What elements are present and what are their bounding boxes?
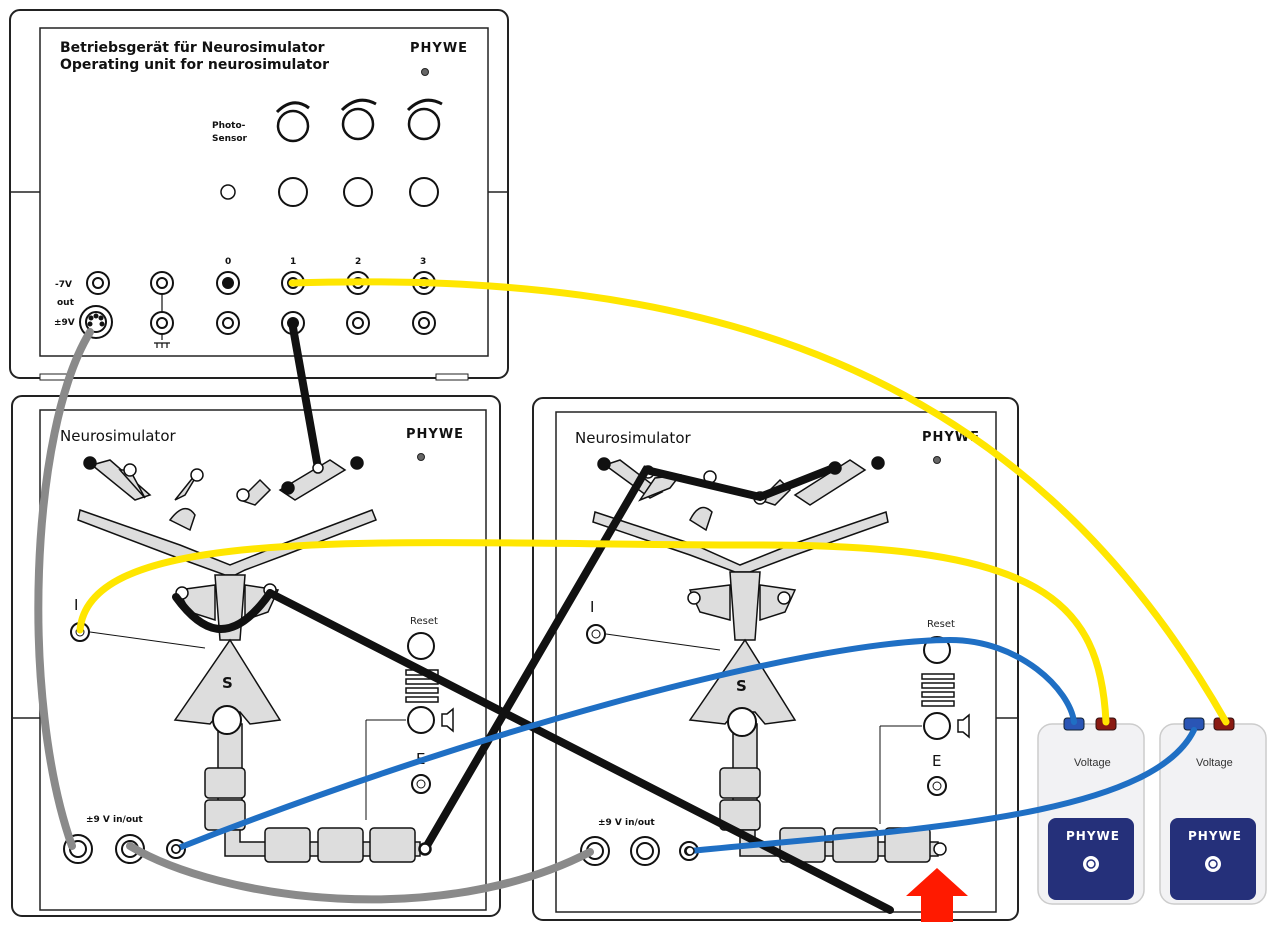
input-i-socket[interactable] <box>586 624 606 644</box>
pm9v-label-left: ±9 V in/out <box>86 815 143 825</box>
channel-label-2: 2 <box>355 257 361 267</box>
knob-1[interactable] <box>275 101 310 143</box>
dendrite-socket-6 <box>350 456 364 470</box>
led-icon <box>933 456 941 464</box>
black-cable-4[interactable] <box>421 463 840 853</box>
neurosimulator-left-brand: PHYWE <box>406 427 464 442</box>
red-arrow-marker-icon <box>906 868 968 922</box>
sensor-1-label: Voltage <box>1074 757 1111 769</box>
channel-label-3: 3 <box>420 257 426 267</box>
speaker-icon <box>441 707 454 733</box>
plus9v-label: ±9V <box>54 318 75 328</box>
reset-label: Reset <box>927 619 955 630</box>
dendrite-tree-icon <box>77 459 421 863</box>
neurosimulator-left-title: Neurosimulator <box>60 427 176 445</box>
dendrite-socket-1 <box>597 457 611 471</box>
operating-unit: Betriebsgerät für Neurosimulator Operati… <box>9 9 509 381</box>
operating-unit-title-de: Betriebsgerät für Neurosimulator <box>60 40 325 56</box>
channel-label-0: 0 <box>225 257 231 267</box>
soma-socket-right <box>777 591 791 605</box>
photo-sensor-icon <box>220 184 236 200</box>
knob-3[interactable] <box>406 98 443 141</box>
cables <box>34 278 1230 914</box>
button-1[interactable] <box>278 177 308 207</box>
din-socket-right-2[interactable] <box>630 836 660 866</box>
yellow-cable-1[interactable] <box>288 278 1230 726</box>
socket-ground[interactable] <box>150 311 174 335</box>
blue-cable-1[interactable] <box>173 636 1077 852</box>
socket-minus7v[interactable] <box>86 271 110 295</box>
reset-button[interactable] <box>407 632 435 660</box>
soma-s-label: S <box>736 677 747 695</box>
socket-channel-0-bottom[interactable] <box>216 311 240 335</box>
neurosimulator-left: Neurosimulator PHYWE <box>11 395 501 917</box>
black-cable-1[interactable] <box>288 318 322 472</box>
button-2[interactable] <box>343 177 373 207</box>
sensor-2-brand: PHYWE <box>1188 829 1242 843</box>
sensor-1-brand: PHYWE <box>1066 829 1120 843</box>
cable-plugs <box>171 462 695 856</box>
black-cable-3[interactable] <box>266 589 894 914</box>
dendrite-socket-2 <box>123 463 137 477</box>
input-i-label: I <box>590 598 594 616</box>
display-bars <box>921 673 955 707</box>
sensor-1-power-icon[interactable] <box>1083 856 1099 872</box>
dendrite-socket-1 <box>83 456 97 470</box>
photo-sensor-label-1: Photo- <box>212 121 246 131</box>
speaker-button[interactable] <box>923 712 951 740</box>
neurosimulator-right-title: Neurosimulator <box>575 429 691 447</box>
dendrite-socket-5 <box>281 481 295 495</box>
out-label: out <box>57 298 75 308</box>
soma-socket-left <box>687 591 701 605</box>
dendrite-socket-4 <box>236 488 250 502</box>
gray-cable-2[interactable] <box>126 842 594 904</box>
e-socket[interactable] <box>411 774 431 794</box>
dendrite-socket-3 <box>190 468 204 482</box>
operating-unit-brand: PHYWE <box>410 41 468 56</box>
sensor-2-label: Voltage <box>1196 757 1233 769</box>
dendrite-socket-6 <box>871 456 885 470</box>
socket-channel-3-bottom[interactable] <box>412 311 436 335</box>
socket-channel-2-bottom[interactable] <box>346 311 370 335</box>
soma-knob[interactable] <box>727 707 757 737</box>
blue-cable-2[interactable] <box>687 727 1197 854</box>
voltage-sensor-2[interactable]: Voltage PHYWE <box>1159 717 1267 905</box>
pm9v-label-right: ±9 V in/out <box>598 818 655 828</box>
speaker-button[interactable] <box>407 706 435 734</box>
led-icon <box>417 453 425 461</box>
soma-s-label: S <box>222 674 233 692</box>
e-label: E <box>932 752 941 770</box>
axon-output-socket <box>933 842 947 856</box>
knob-2[interactable] <box>340 98 377 141</box>
socket-a1[interactable] <box>150 271 174 295</box>
power-led-icon <box>421 68 429 76</box>
ground-icon <box>154 342 170 348</box>
voltage-sensor-1[interactable]: Voltage PHYWE <box>1037 717 1145 905</box>
minus7v-label: -7V <box>55 280 72 290</box>
reset-button[interactable] <box>923 636 951 664</box>
socket-channel-0-top[interactable] <box>216 271 240 295</box>
button-3[interactable] <box>409 177 439 207</box>
e-socket[interactable] <box>927 776 947 796</box>
black-cable-2[interactable] <box>172 589 274 633</box>
sensor-2-power-icon[interactable] <box>1205 856 1221 872</box>
soma-knob[interactable] <box>212 705 242 735</box>
operating-unit-title-en: Operating unit for neurosimulator <box>60 57 329 73</box>
photo-sensor-label-2: Sensor <box>212 134 248 144</box>
yellow-cable-2[interactable] <box>76 539 1110 726</box>
gray-cable-1[interactable] <box>34 328 94 850</box>
input-i-label: I <box>74 596 78 614</box>
reset-label: Reset <box>410 616 438 627</box>
channel-label-1: 1 <box>290 257 296 267</box>
speaker-icon <box>957 713 970 739</box>
